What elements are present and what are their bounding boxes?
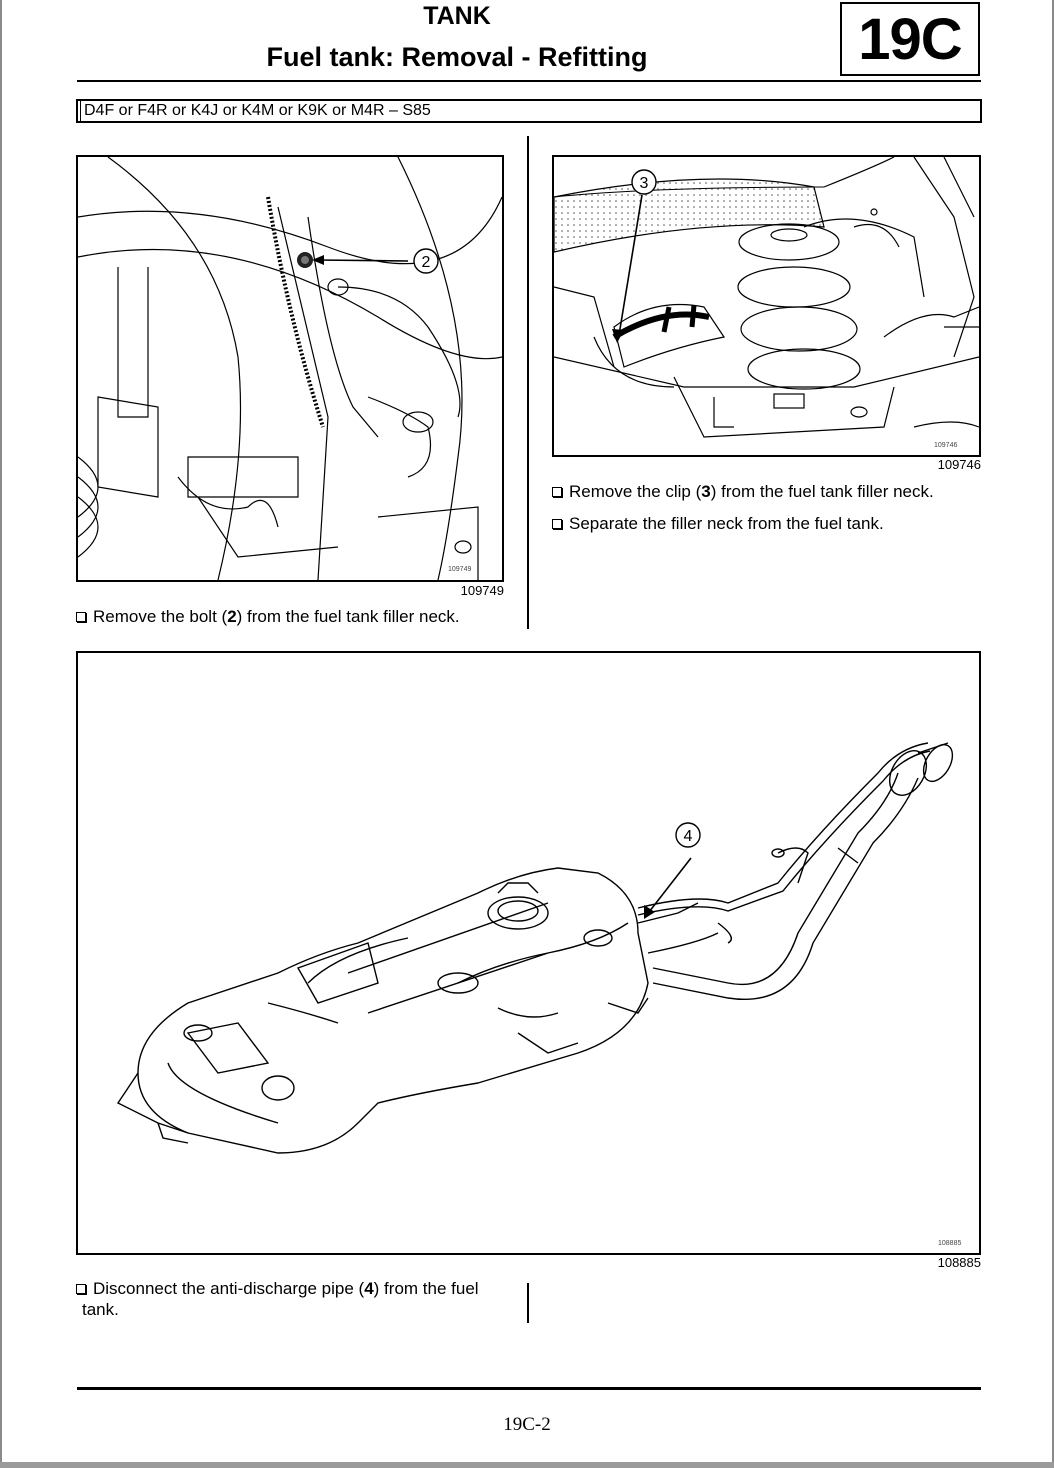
step-text: Disconnect the anti-discharge pipe ( <box>93 1279 365 1298</box>
footer-rule <box>77 1387 981 1390</box>
step-text: Remove the bolt ( <box>93 607 228 626</box>
step-disconnect-pipe: Disconnect the anti-discharge pipe (4) f… <box>76 1278 516 1320</box>
page-number: 19C-2 <box>503 1414 551 1435</box>
callout-2: 2 <box>422 254 431 271</box>
figure-ref-109749: 109749 <box>460 583 504 598</box>
page-frame-right <box>1052 0 1054 1468</box>
page-frame-left <box>0 0 2 1468</box>
step-remove-bolt: Remove the bolt (2) from the fuel tank f… <box>76 606 516 627</box>
figure-filler-neck-clip: 3 109746 <box>552 155 981 457</box>
applicability-bar: D4F or F4R or K4J or K4M or K9K or M4R –… <box>76 99 982 123</box>
step-separate-neck: Separate the filler neck from the fuel t… <box>552 513 992 534</box>
figure-inner-ref: 108885 <box>938 1240 961 1247</box>
figure-inner-ref: 109749 <box>448 566 471 573</box>
figure-inner-ref: 109746 <box>934 442 957 449</box>
page-frame-bottom <box>0 1462 1054 1468</box>
figure-filler-neck-bolt: 2 109749 <box>76 155 504 582</box>
section-code: 19C <box>840 2 980 76</box>
step-text: Remove the clip ( <box>569 482 702 501</box>
page-title: TANK <box>423 2 491 30</box>
figure-fuel-tank: 4 108885 <box>76 651 981 1255</box>
header-rule <box>77 80 981 82</box>
step-text: ) from the fuel tank filler neck. <box>710 482 934 501</box>
callout-3: 3 <box>640 175 649 192</box>
callout-4: 4 <box>684 828 693 845</box>
checkbox-icon <box>76 1284 86 1294</box>
step-text: Separate the filler neck from the fuel t… <box>569 514 884 533</box>
step-ref-number: 3 <box>701 482 711 501</box>
figure-ref-108885: 108885 <box>937 1255 981 1270</box>
page-subtitle: Fuel tank: Removal - Refitting <box>266 42 648 72</box>
step-remove-clip: Remove the clip (3) from the fuel tank f… <box>552 481 992 502</box>
column-divider <box>527 136 529 629</box>
checkbox-icon <box>552 487 562 497</box>
checkbox-icon <box>552 519 562 529</box>
step-text: tank. <box>82 1300 119 1319</box>
checkbox-icon <box>76 612 86 622</box>
figure-ref-109746: 109746 <box>937 457 981 472</box>
step-text: ) from the fuel tank filler neck. <box>236 607 460 626</box>
column-divider <box>527 1283 529 1323</box>
step-ref-number: 2 <box>227 607 237 626</box>
step-ref-number: 4 <box>364 1279 374 1298</box>
step-text: ) from the fuel <box>373 1279 479 1298</box>
